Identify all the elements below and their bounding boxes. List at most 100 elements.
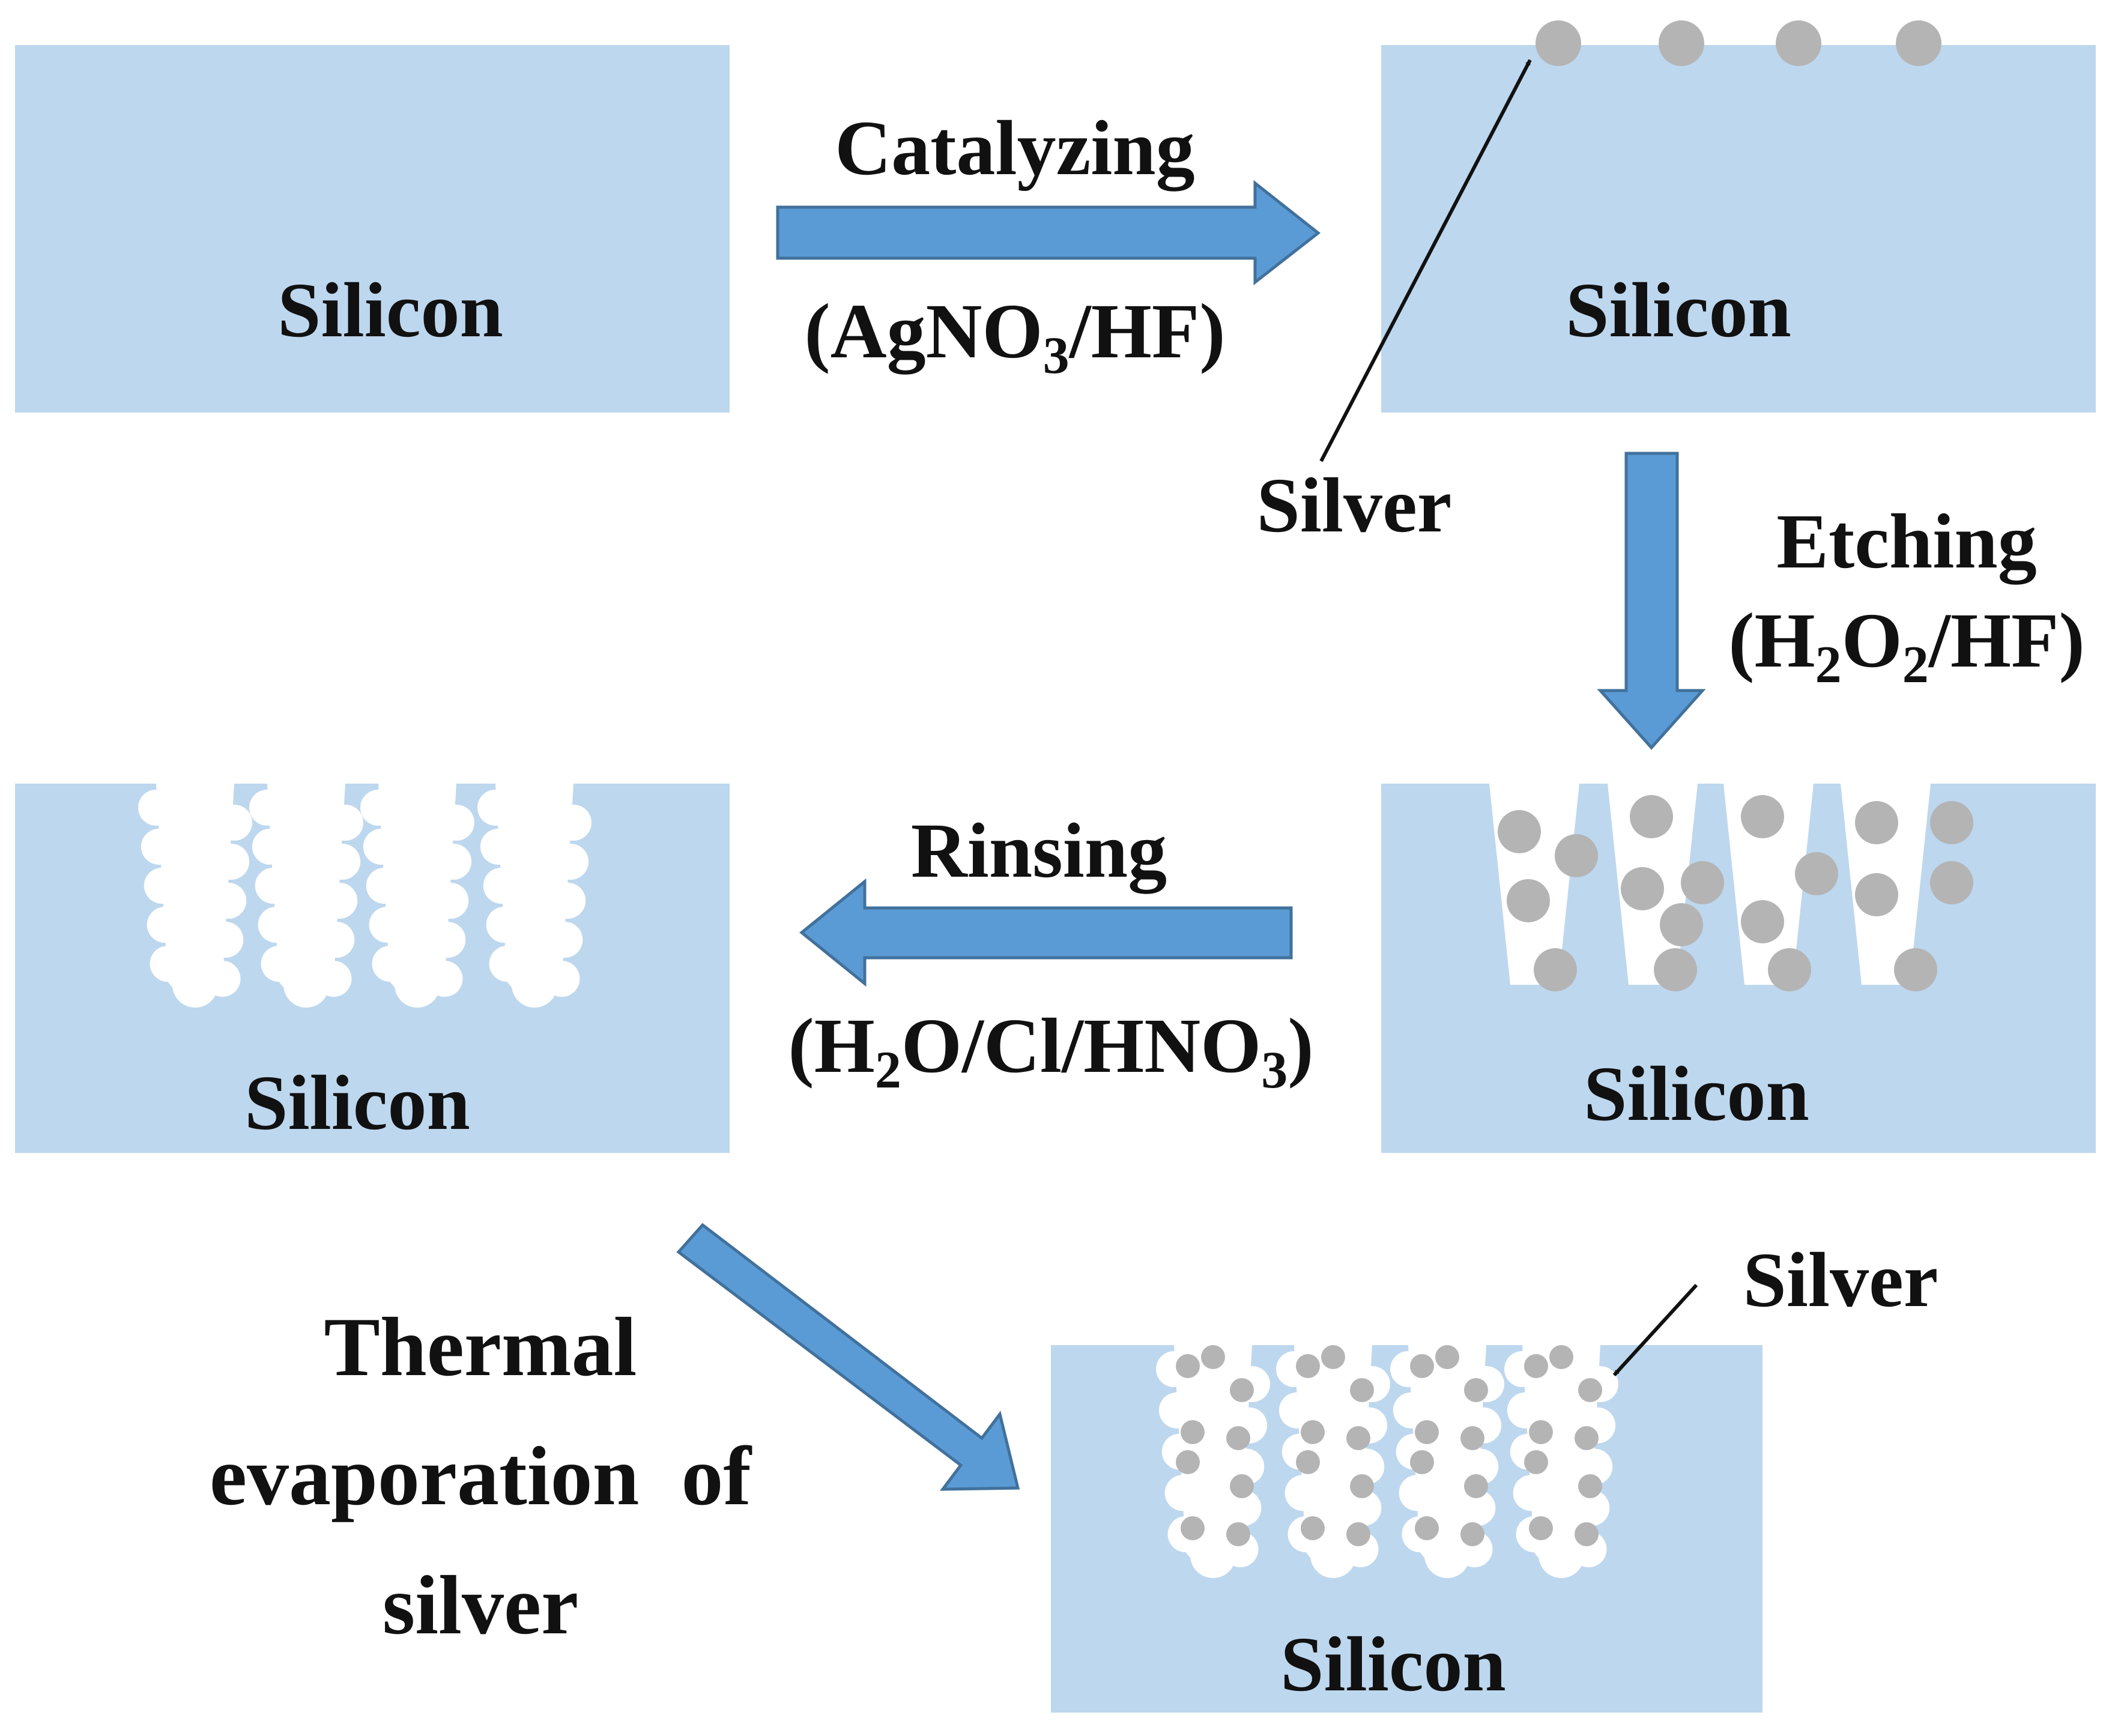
silver-particle: [1529, 1420, 1553, 1444]
silicon-label: Silicon: [1566, 267, 1791, 354]
silver-particle: [1435, 1345, 1459, 1369]
pore-scallop: [435, 844, 472, 880]
pore-scallop: [249, 790, 285, 826]
silver-particle: [1296, 1354, 1320, 1378]
silver-particle: [1930, 861, 1973, 904]
pore-scallop: [483, 868, 519, 904]
stage-4-porous-silicon: Silicon: [15, 784, 730, 1153]
pore-scallop: [321, 883, 358, 919]
silver-particle: [1181, 1420, 1205, 1444]
silver-particle: [1230, 1378, 1254, 1402]
silver-pointer-arrow-icon: [1612, 1283, 1698, 1377]
pore-scallop: [432, 883, 469, 919]
silver-particle: [1534, 948, 1577, 991]
silver-particle: [1415, 1516, 1439, 1540]
silver-particle: [1741, 900, 1784, 943]
stage-5-silver-coated-pores: Silicon Silver: [1051, 1237, 1938, 1713]
pore-scallop: [1393, 1392, 1429, 1429]
rinsing-reagent: (H2O/Cl/HNO3): [788, 1003, 1313, 1099]
pore-scallop: [144, 868, 180, 904]
silver-particle: [1795, 852, 1838, 895]
silver-particle: [1524, 1450, 1548, 1474]
pore-scallop: [429, 922, 466, 958]
pore-scallop: [1507, 1392, 1543, 1429]
pore-scallop: [480, 829, 516, 865]
silver-particle: [1930, 801, 1973, 844]
silver-particle: [1776, 20, 1821, 66]
pore-scallop: [213, 844, 250, 880]
silver-particles: [1536, 20, 1941, 66]
silver-particle: [1181, 1516, 1205, 1540]
pore-scallop: [1459, 1490, 1496, 1526]
silver-particle: [1460, 1426, 1484, 1450]
silver-particle: [1681, 861, 1724, 904]
silicon-label: Silicon: [1280, 1621, 1506, 1708]
pore-scallop: [1345, 1490, 1382, 1526]
thermal-label-line-1: Thermal: [324, 1301, 637, 1394]
silver-particle: [1578, 1378, 1602, 1402]
thermal-evaporation-step: Thermal evaporation of silver: [210, 1223, 1020, 1652]
stage-1-plain-silicon: Silicon: [15, 45, 730, 413]
silver-particle: [1350, 1378, 1374, 1402]
silver-particle: [1230, 1474, 1254, 1498]
silicon-block: [15, 45, 730, 413]
pore-scallop: [366, 868, 402, 904]
pore-scallop: [1158, 1392, 1195, 1429]
stage-3-etched-with-silver: Silicon: [1381, 784, 2096, 1153]
pore-scallop: [477, 790, 513, 826]
silver-particle: [1654, 948, 1697, 991]
pore-scallop: [318, 922, 355, 958]
silver-particle: [1536, 20, 1581, 66]
pore-scallop: [363, 829, 399, 865]
pore-scallop: [369, 907, 405, 943]
silver-particle: [1855, 873, 1898, 916]
silver-particle: [1498, 810, 1541, 853]
pore-scallop: [210, 883, 247, 919]
pore-scallop: [147, 907, 183, 943]
silver-particles: [1498, 795, 1973, 991]
pore-scallop: [324, 844, 361, 880]
silver-particle: [1301, 1516, 1325, 1540]
pore-scallop: [438, 805, 474, 841]
silver-particle: [1896, 20, 1941, 66]
silver-particle: [1741, 795, 1784, 838]
silver-particle: [1201, 1345, 1225, 1369]
pore-scallop: [172, 962, 218, 1008]
etching-reagent: (H2O2/HF): [1728, 597, 2084, 694]
silver-particle: [1226, 1522, 1250, 1546]
silver-particle: [1321, 1345, 1345, 1369]
silicon-label: Silicon: [1584, 1051, 1809, 1137]
rinsing-step: Rinsing (H2O/Cl/HNO3): [788, 808, 1313, 1099]
rinsing-label: Rinsing: [911, 808, 1167, 894]
silver-particle: [1894, 948, 1937, 991]
pore-scallop: [1573, 1490, 1610, 1526]
pore-scallop: [138, 790, 174, 826]
diagonal-arrow-icon: [676, 1223, 1020, 1491]
etching-label: Etching: [1776, 498, 2036, 585]
thermal-label-line-3: silver: [383, 1559, 579, 1652]
silver-particle: [1410, 1354, 1434, 1378]
pore-scallop: [283, 962, 329, 1008]
pore-scallop: [360, 790, 396, 826]
pore-scallop: [1539, 1532, 1584, 1578]
pore-scallop: [555, 805, 592, 841]
silver-particle: [1296, 1450, 1320, 1474]
pore-scallop: [327, 805, 363, 841]
silver-particle: [1464, 1474, 1488, 1498]
silver-particle: [1410, 1450, 1434, 1474]
pore-scallop: [141, 829, 177, 865]
silver-particle: [1529, 1516, 1553, 1540]
silicon-label: Silicon: [244, 1060, 470, 1146]
pore-scallop: [255, 868, 291, 904]
silver-particle: [1176, 1450, 1200, 1474]
silver-particle: [1555, 834, 1598, 877]
pore-scallop: [552, 844, 589, 880]
silver-particle: [1549, 1345, 1573, 1369]
down-arrow-icon: [1597, 452, 1706, 750]
pore-scallop: [1513, 1475, 1549, 1511]
pore-scallop: [1164, 1475, 1201, 1511]
silver-particle: [1621, 867, 1664, 910]
stage-2-silver-deposited: Silicon Silver: [1257, 20, 2096, 549]
silver-particle: [1176, 1354, 1200, 1378]
